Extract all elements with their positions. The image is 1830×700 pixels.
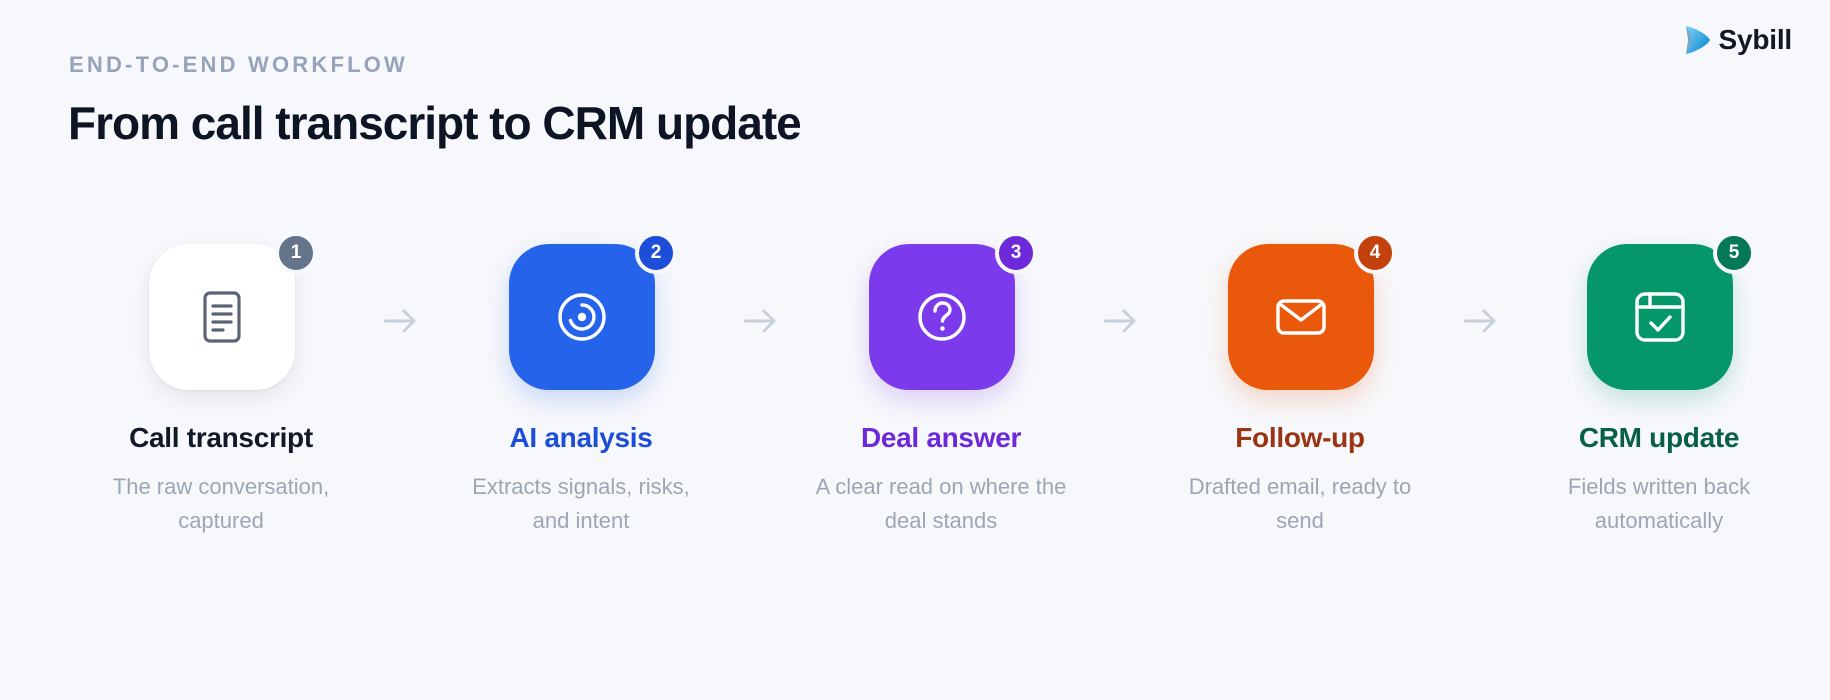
arrow-right-icon xyxy=(1463,309,1496,333)
step-title: Deal answer xyxy=(860,422,1022,453)
step-tile xyxy=(149,244,295,390)
step-title: AI analysis xyxy=(509,422,653,453)
step-description: Fields written back automatically xyxy=(1567,474,1751,533)
step-number-badge: 4 xyxy=(1354,232,1396,274)
step-tile xyxy=(1228,244,1374,390)
step-title: CRM update xyxy=(1578,422,1740,453)
step-number-badge: 1 xyxy=(275,232,317,274)
connector-arrow xyxy=(380,304,420,338)
step-description: Drafted email, ready to send xyxy=(1188,474,1412,533)
connector-arrow xyxy=(740,304,780,338)
step-number-badge: 5 xyxy=(1713,232,1755,274)
page-title: From call transcript to CRM update xyxy=(68,97,802,149)
step-tile xyxy=(1587,244,1733,390)
step-title: Call transcript xyxy=(129,422,313,453)
mail-icon xyxy=(1276,299,1326,335)
step-follow-up: 4 Follow-up Drafted email, ready to send xyxy=(1150,0,1450,560)
step-tile xyxy=(869,244,1015,390)
arrow-right-icon xyxy=(1103,309,1136,333)
step-description: The raw conversation, captured xyxy=(112,474,330,533)
brand-name: Sybill xyxy=(1718,24,1793,55)
question-icon xyxy=(918,293,966,341)
step-description: A clear read on where the deal stands xyxy=(815,474,1067,533)
step-call-transcript: 1 Call transcript The raw conversation, … xyxy=(71,0,371,560)
step-tile xyxy=(509,244,655,390)
step-number-badge: 2 xyxy=(635,232,677,274)
step-description: Extracts signals, risks, and intent xyxy=(472,474,690,533)
connector-arrow xyxy=(1100,304,1140,338)
document-icon xyxy=(203,291,241,343)
arrow-right-icon xyxy=(383,309,416,333)
arrow-right-icon xyxy=(743,309,776,333)
eyebrow-label: END-TO-END WORKFLOW xyxy=(69,52,409,77)
target-icon xyxy=(558,293,606,341)
brand-logo: Sybill xyxy=(1683,24,1793,56)
step-number-badge: 3 xyxy=(995,232,1037,274)
step-ai-analysis: 2 AI analysis Extracts signals, risks, a… xyxy=(431,0,731,560)
step-deal-answer: 3 Deal answer A clear read on where the … xyxy=(791,0,1091,560)
connector-arrow xyxy=(1460,304,1500,338)
step-crm-update: 5 CRM update Fields written back automat… xyxy=(1509,0,1809,560)
calendar-check-icon xyxy=(1635,292,1685,342)
sybill-logo-icon xyxy=(1685,26,1710,54)
step-title: Follow-up xyxy=(1235,422,1365,453)
